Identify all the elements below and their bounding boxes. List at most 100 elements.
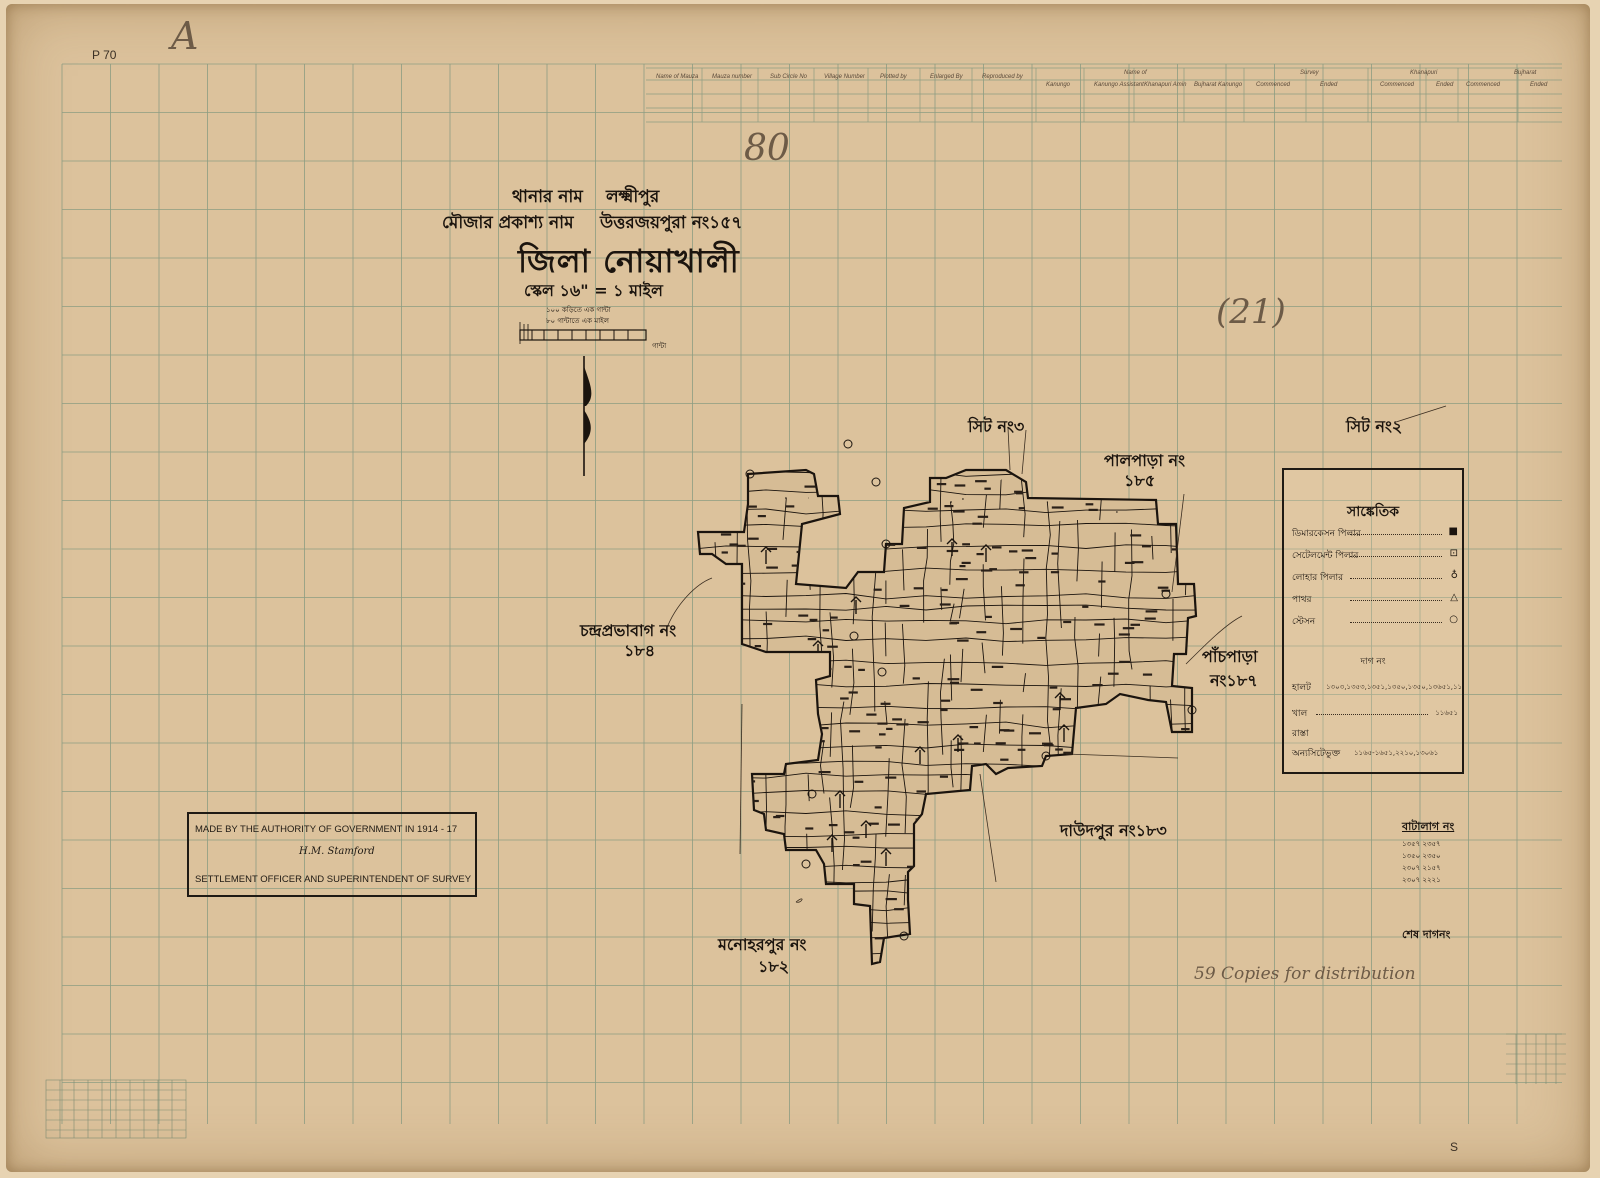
authority-signature: H.M. Stamford [299,846,375,857]
plot-number-mark [741,873,753,876]
plot-number-mark [875,746,882,749]
plot-number-mark [877,722,888,725]
plot-number-mark [955,578,968,581]
plot-number-mark [752,836,763,839]
plot-number-mark [981,569,993,572]
neighbor-north-east-number: ১৮৫ [1124,471,1156,490]
parcel-boundary [698,888,1196,896]
plot-number-mark [1145,610,1158,613]
authority-box: MADE BY THE AUTHORITY OF GOVERNMENT IN 1… [187,812,477,897]
plot-number-mark [729,543,739,546]
plot-number-mark [969,726,979,729]
plot-number-mark [854,780,864,783]
tree-icon [1054,692,1066,710]
batalag-value-4: ২৩০৭ ২২২১ [1402,876,1441,884]
legend-row-road: রাস্তা [1292,729,1309,739]
plot-number-mark [728,670,739,673]
plot-number-mark [828,824,838,827]
plot-number-mark [864,491,873,494]
scale-unit: গান্টা [652,342,667,350]
plot-number-mark [840,531,853,534]
plot-number-mark [1043,493,1054,496]
plot-number-mark [720,917,732,920]
plot-number-mark [1160,858,1171,861]
plot-number-mark [888,823,900,826]
plot-number-mark [1042,742,1053,745]
plot-number-mark [1049,686,1058,689]
stone-triangle-icon: △ [1450,592,1458,603]
plot-number-mark [886,727,893,730]
plot-number-mark [941,588,948,592]
station-marker [807,789,817,799]
parcel-boundary [806,497,811,960]
scale-line-1: ১০০ কড়িতে এক গান্টা [546,306,611,314]
plot-number-mark [807,638,817,641]
plot-number-mark [970,688,983,691]
thana-value: লক্ষ্মীপুর [606,187,660,207]
plot-number-mark [1016,492,1024,495]
plot-number-mark [1016,944,1025,947]
plot-number-mark [949,622,958,625]
map-sheet: P 70 A 80 (21) 59 Copies for distributio… [6,4,1590,1172]
plot-number-mark [1015,958,1023,961]
tree-icon [946,538,958,556]
plot-number-mark [973,859,984,862]
header-group-name-of: Name of [1124,70,1147,76]
plot-number-mark [1130,779,1140,783]
plot-number-mark [1098,580,1106,583]
plot-number-mark [766,547,778,550]
plot-number-mark [721,551,728,554]
plot-number-mark [1139,785,1151,788]
plot-number-mark [972,522,982,525]
neighbor-north: সিট নং৩ [968,417,1025,436]
plot-number-mark [826,554,835,557]
plot-number-mark [737,544,746,547]
plot-number-mark [738,665,749,668]
plot-number-mark [984,487,991,490]
plot-number-mark [915,818,925,821]
legend-item-station: স্টেসন ○ [1292,614,1458,627]
plot-number-mark [944,505,954,508]
station-marker [877,667,887,677]
tree-icon [1058,724,1070,742]
plot-number-mark [885,776,897,779]
parcel-boundary [698,904,1196,912]
plot-number-mark [843,831,855,834]
parcel-boundary [1197,474,1200,944]
plot-number-mark [917,721,929,724]
thana-label: থানার নাম [512,187,583,207]
plot-number-mark [1116,889,1128,892]
corner-mark: S [1450,1140,1459,1154]
parcel-boundary [694,531,699,963]
neighbor-north-east-name: পালপাড়া নং [1104,451,1185,470]
plot-number-mark [962,543,970,546]
plot-number-mark [1015,584,1025,587]
plot-number-mark [822,629,830,632]
plot-number-mark [1060,698,1071,701]
plot-number-mark [959,565,966,568]
legend-item-settlement-pillar: সেটেলমেন্ট পিলার ⊡ [1292,548,1458,561]
plot-number-mark [989,568,997,571]
plot-number-mark [1010,627,1022,631]
plot-number-mark [896,723,909,726]
plot-number-mark [1014,490,1023,493]
plot-number-mark [840,697,849,700]
scale-text: স্কেল ১৬" = ১ মাইল [524,281,663,300]
plot-number-mark [791,564,803,567]
plot-number-mark [1019,571,1029,574]
parcel-boundary [998,479,1004,941]
plot-number-mark [798,614,809,617]
plot-number-mark [831,884,841,888]
parcel-boundary [698,863,1196,869]
tree-icon [826,834,838,852]
plot-number-mark [766,566,778,569]
plot-number-mark [976,631,987,634]
plot-number-mark [757,515,766,518]
legend-title: সাঙ্কেতিক [1347,504,1399,520]
plot-number-mark [977,876,987,879]
plot-number-mark [1055,748,1063,751]
plot-number-mark [874,937,886,940]
plot-number-mark [1087,796,1100,799]
plot-number-mark [1132,864,1139,867]
header-group-bujharat: Bujharat [1514,70,1537,76]
